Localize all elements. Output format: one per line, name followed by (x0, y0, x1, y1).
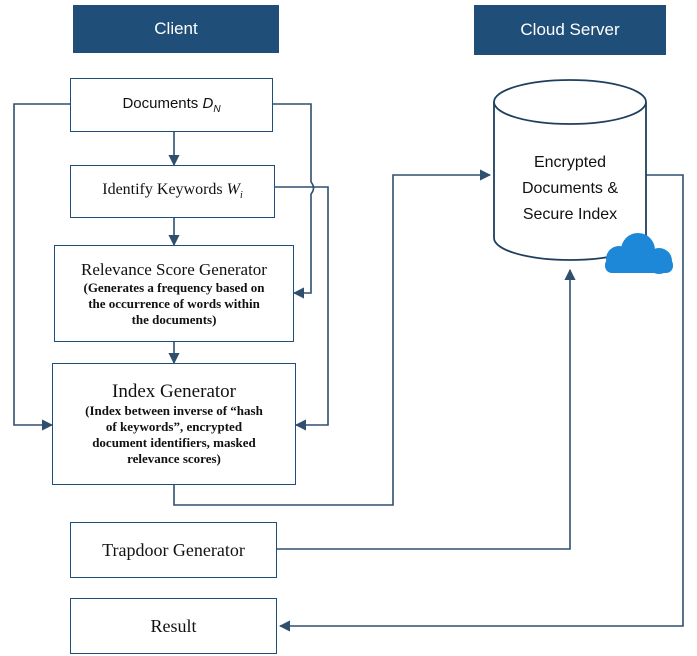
arrow-index-to-cloud (173, 169, 492, 506)
relevance-desc-1: (Generates a frequency based on (83, 279, 265, 295)
identify-keywords-subscript: i (239, 190, 243, 202)
database-line-1: Encrypted (533, 154, 607, 171)
arrow-trapdoor-to-cloud (277, 268, 576, 550)
relevance-score-box: Relevance Score Generator (Generates a f… (54, 245, 294, 342)
result-label: Result (150, 615, 197, 636)
cloud-server-header: Cloud Server (474, 5, 666, 55)
index-desc-1: (Index between inverse of “hash (85, 403, 263, 418)
cloud-icon (605, 233, 673, 274)
trapdoor-generator-box: Trapdoor Generator (70, 522, 277, 578)
identify-keywords-box: Identify Keywords Wi (70, 165, 275, 218)
documents-text: Documents DN (122, 95, 220, 115)
arrow-docs-to-relevance (273, 103, 315, 299)
index-desc-4: relevance scores) (127, 451, 221, 466)
identify-keywords-label: Identify Keywords (102, 181, 227, 199)
arrow-docs-loop-to-index (13, 103, 70, 431)
documents-subscript: N (213, 104, 221, 115)
arrow-cloud-to-result (278, 174, 684, 632)
identify-keywords-text: Identify Keywords Wi (102, 181, 243, 201)
relevance-title: Relevance Score Generator (81, 259, 267, 279)
database-line-2: Documents & (521, 180, 619, 197)
index-desc-3: document identifiers, masked (92, 435, 256, 450)
index-generator-box: Index Generator (Index between inverse o… (52, 363, 296, 485)
relevance-desc-3: the documents) (131, 311, 217, 327)
documents-symbol: D (202, 95, 214, 112)
trapdoor-label: Trapdoor Generator (102, 539, 245, 560)
database-line-3: Secure Index (522, 206, 618, 223)
relevance-desc-2: the occurrence of words within (88, 295, 260, 311)
index-title: Index Generator (112, 381, 236, 402)
database-cylinder (493, 79, 647, 261)
cloud-server-header-label: Cloud Server (520, 20, 620, 39)
result-box: Result (70, 598, 277, 654)
documents-label: Documents (122, 95, 203, 112)
client-header: Client (73, 5, 279, 53)
client-header-label: Client (154, 19, 198, 38)
database-label: Encrypted Documents & Secure Index (494, 150, 646, 228)
documents-box: Documents DN (70, 78, 273, 132)
arrow-keywords-to-index (275, 186, 329, 431)
identify-keywords-symbol: W (226, 181, 240, 199)
index-desc-2: of keywords”, encrypted (105, 419, 243, 434)
